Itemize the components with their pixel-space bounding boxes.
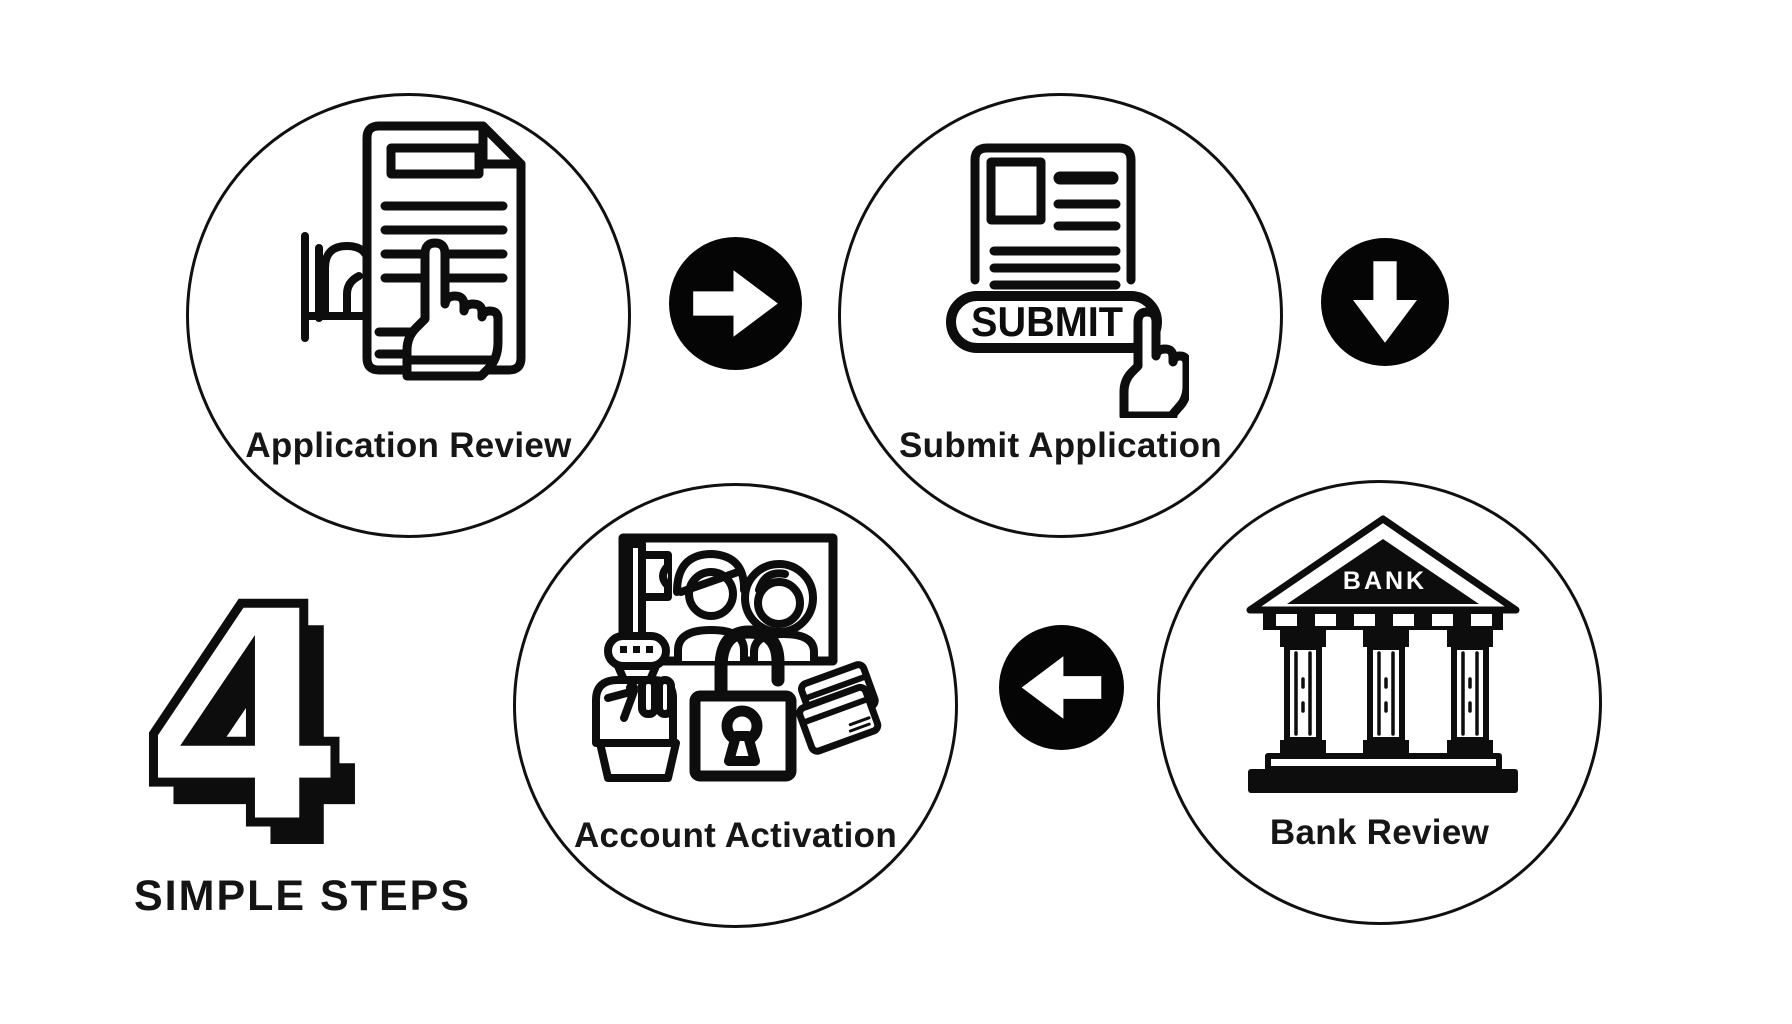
bank-base — [1248, 753, 1518, 793]
bank-pediment: BANK — [1246, 515, 1520, 614]
step-circle-submit-application: SUBMIT Submit Application — [838, 93, 1283, 538]
document-review-icon — [301, 121, 526, 381]
big-number-four: 4 4 — [136, 582, 369, 852]
hand-with-key-icon — [592, 632, 680, 782]
step-circle-application-review: Application Review — [186, 93, 631, 538]
flag-icon — [625, 540, 672, 640]
user-female-icon — [741, 560, 818, 665]
submit-form-icon: SUBMIT — [946, 143, 1189, 418]
bank-sign-text: BANK — [1343, 567, 1427, 595]
holding-hand-icon — [301, 232, 373, 342]
pointer-hand-icon — [402, 238, 503, 381]
bank-columns — [1280, 630, 1493, 756]
arrow-right-icon — [669, 237, 802, 370]
big-number-shadow: 4 — [160, 582, 369, 852]
arrow-left-icon — [999, 625, 1124, 750]
click-hand-icon — [1119, 307, 1189, 418]
form-document-icon — [970, 143, 1136, 290]
submit-button-text: SUBMIT — [971, 298, 1123, 345]
step-label-submit-application: Submit Application — [899, 426, 1222, 465]
open-padlock-icon — [689, 625, 797, 782]
step-circle-account-activation: Account Activation — [513, 483, 958, 928]
step-label-bank-review: Bank Review — [1269, 813, 1490, 852]
big-number-face: 4 — [140, 582, 349, 852]
heading-caption: SIMPLE STEPS — [134, 872, 472, 920]
submit-button: SUBMIT — [946, 291, 1162, 353]
step-label-application-review: Application Review — [245, 426, 572, 465]
account-unlock-icon — [592, 533, 882, 782]
credit-cards-icon — [796, 661, 882, 755]
step-label-account-activation: Account Activation — [573, 816, 897, 855]
arrow-down-icon — [1321, 238, 1449, 366]
step-circle-bank-review: BANK — [1157, 480, 1602, 925]
bank-building-icon: BANK — [1246, 515, 1520, 793]
bank-entablature — [1263, 610, 1503, 630]
